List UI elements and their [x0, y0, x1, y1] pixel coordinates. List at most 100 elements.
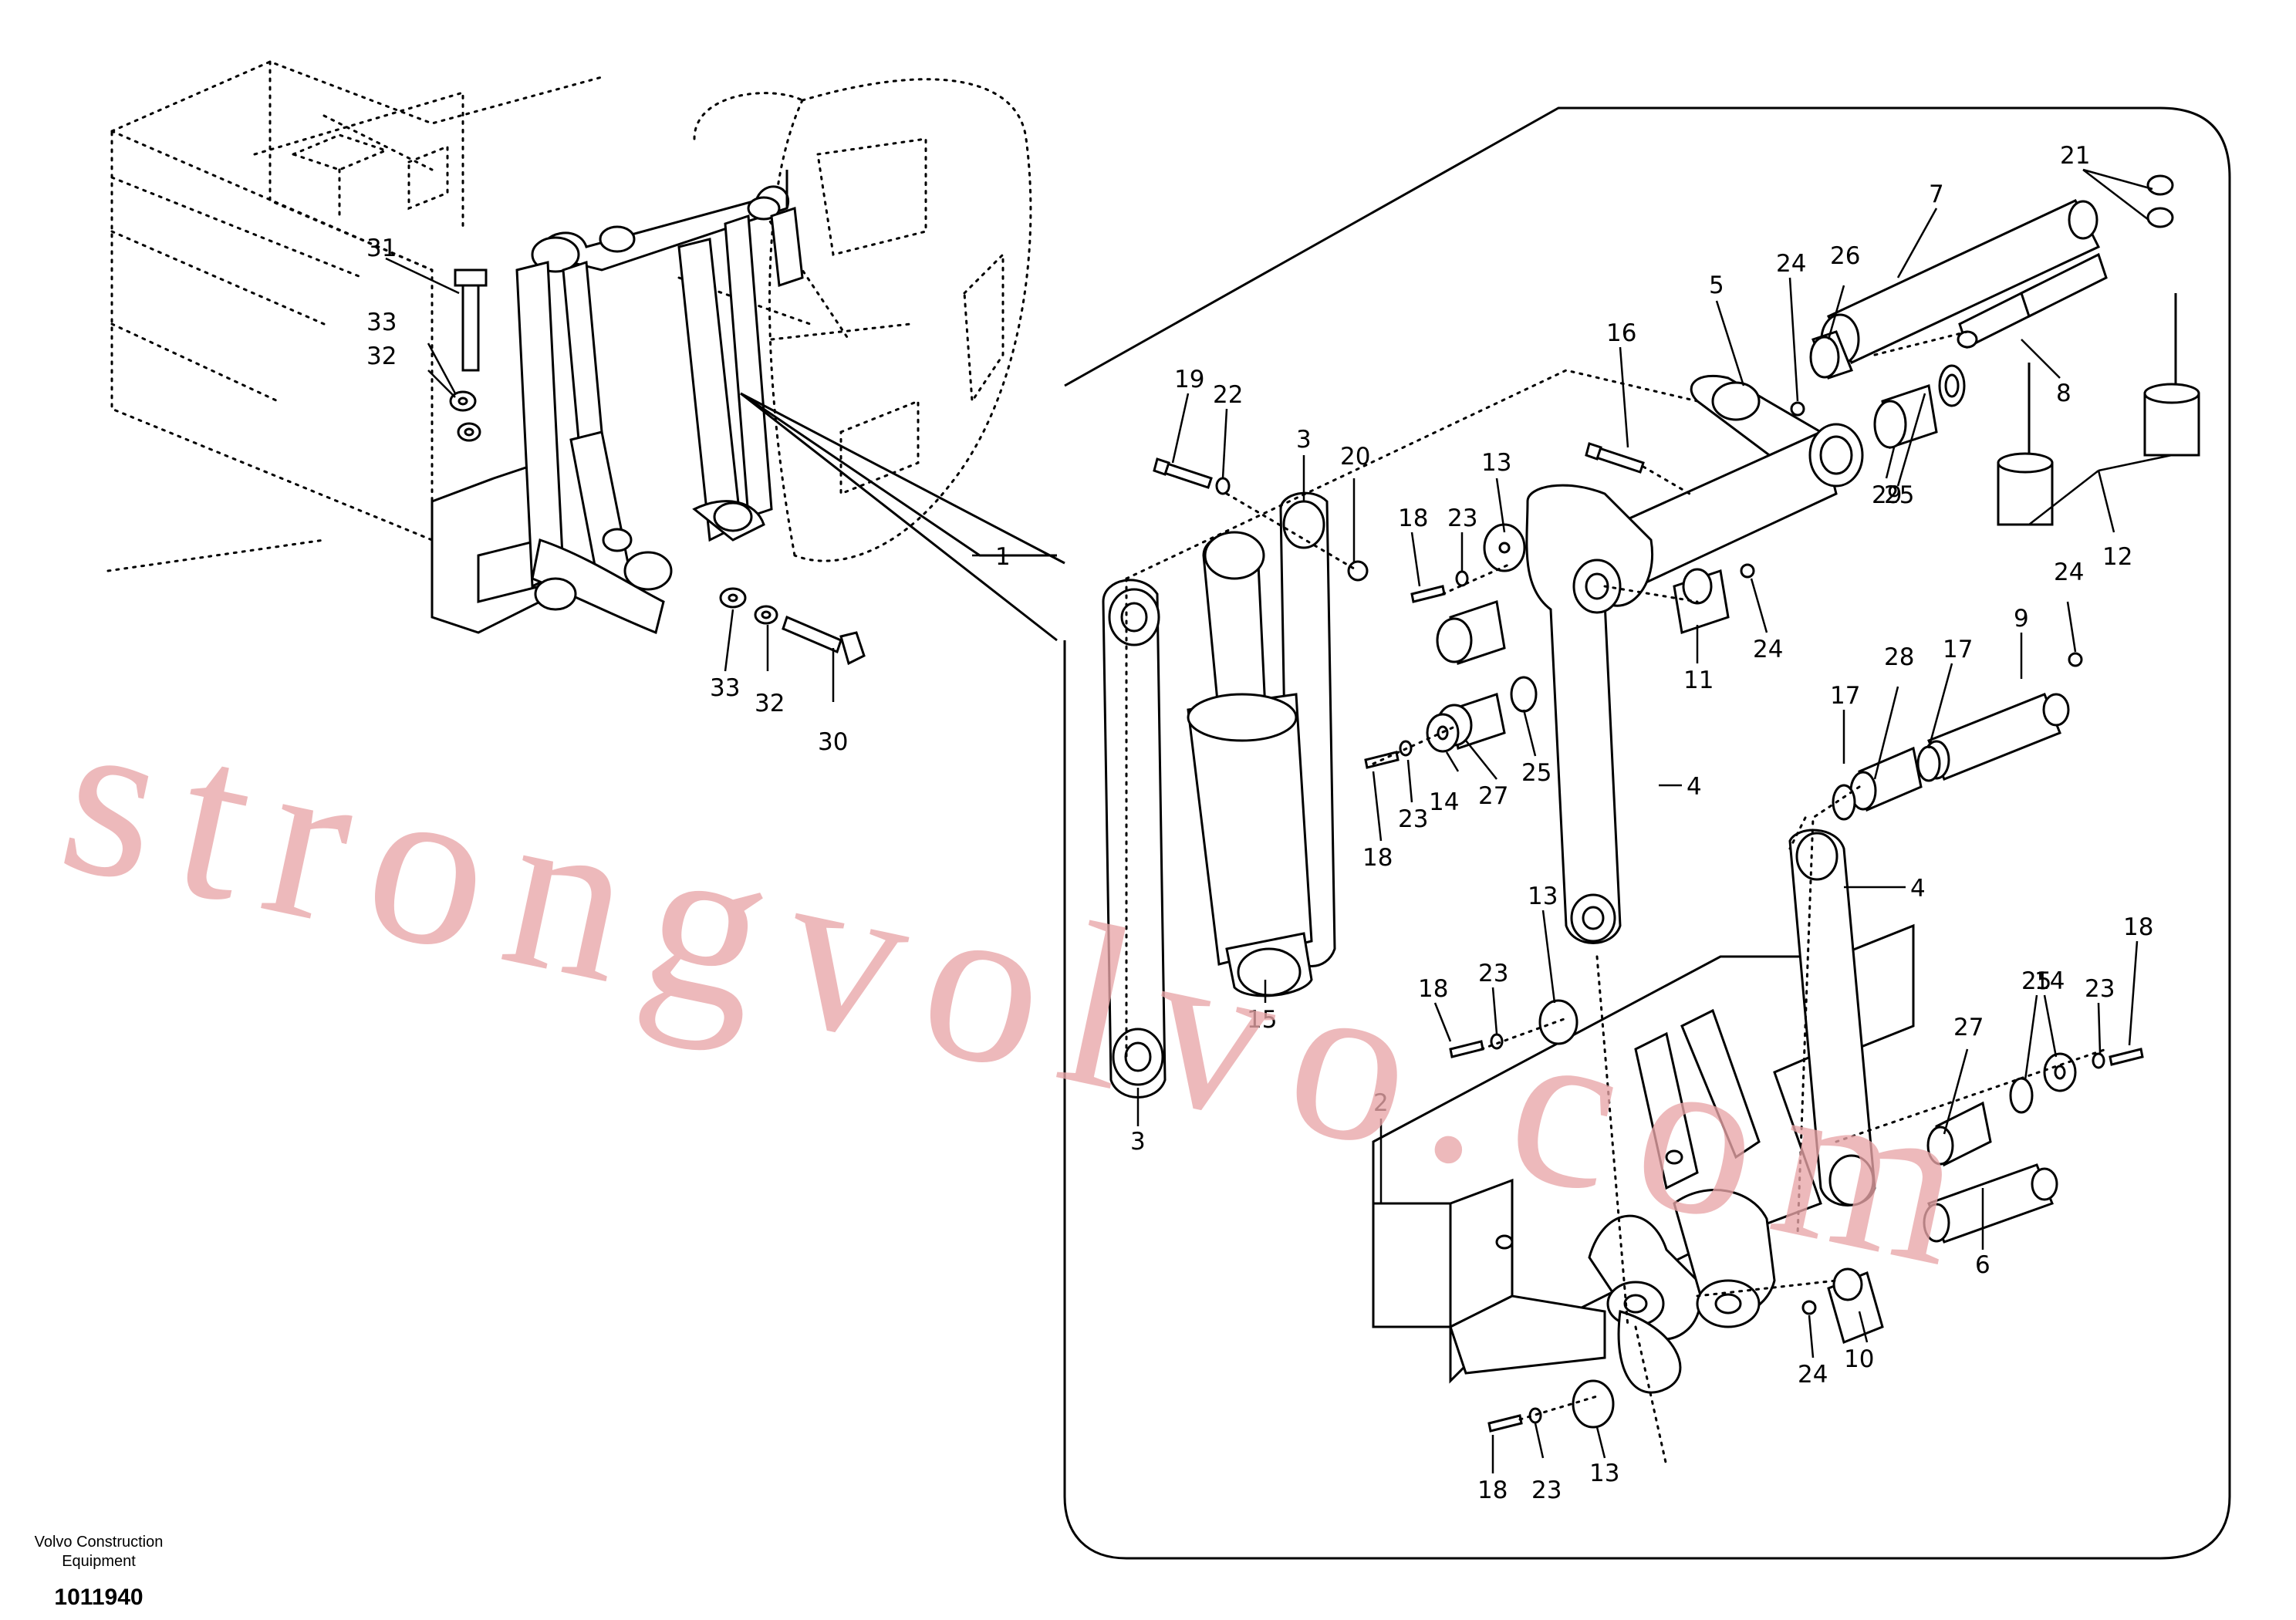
callout-20: 20 — [1340, 443, 1370, 471]
washer-32-lower — [754, 605, 778, 625]
callout-33: 33 — [710, 674, 740, 702]
callout-18: 18 — [1362, 844, 1393, 872]
callout-25: 25 — [1884, 481, 1914, 509]
callout-9: 9 — [2014, 605, 2029, 633]
callout-25: 25 — [2021, 967, 2051, 995]
callout-13: 13 — [1528, 883, 1558, 910]
callout-30: 30 — [818, 728, 848, 756]
callout-24: 24 — [1753, 636, 1783, 663]
callout-29: 29 — [1872, 481, 1902, 509]
callout-28: 28 — [1884, 643, 1914, 671]
callout-24: 24 — [1776, 250, 1806, 278]
part-23-washers — [1399, 570, 2105, 1424]
callout-4: 4 — [1910, 875, 1926, 903]
callout-19: 19 — [1174, 366, 1204, 393]
callout-18: 18 — [2123, 913, 2153, 941]
callout-14: 14 — [1429, 788, 1459, 816]
part-15-cylinder — [1187, 531, 1313, 997]
callout-23: 23 — [1398, 805, 1428, 833]
part-13-plate-upper — [1483, 523, 1526, 572]
footer: Volvo Construction Equipment 1011940 — [35, 1534, 164, 1610]
callout-5: 5 — [1709, 272, 1724, 299]
callout-15: 15 — [1247, 1006, 1277, 1034]
callout-18: 18 — [1418, 975, 1448, 1003]
callout-32: 32 — [755, 690, 785, 717]
part-9-pin — [1923, 693, 2070, 781]
part-22-washer — [1215, 477, 1231, 495]
callout-16: 16 — [1606, 319, 1636, 347]
callout-25: 25 — [1521, 759, 1551, 787]
callout-27: 27 — [1478, 782, 1508, 810]
part-25-ring-upper — [1938, 364, 1966, 407]
part-13-plate-lower — [1572, 1379, 1615, 1429]
callout-32: 32 — [366, 343, 397, 370]
part-2-bracket — [1372, 923, 1915, 1394]
company-name-line2: Equipment — [62, 1553, 136, 1570]
part-25-ring-lower — [2009, 1077, 2034, 1114]
callout-17: 17 — [1943, 636, 1973, 663]
callout-18: 18 — [1477, 1477, 1508, 1504]
callout-23: 23 — [1478, 960, 1508, 987]
part-27-bushing-lower — [1926, 1101, 1992, 1167]
part-6-pin — [1923, 1163, 2058, 1244]
part-16-bolt — [1585, 442, 1645, 474]
callout-23: 23 — [1531, 1477, 1562, 1504]
washer-32-upper — [457, 422, 481, 442]
callout-4: 4 — [1687, 773, 1702, 801]
diagram-number: 1011940 — [54, 1585, 143, 1610]
bolt-31 — [454, 268, 488, 372]
callout-14: 14 — [2034, 967, 2065, 995]
callout-3: 3 — [1296, 426, 1312, 454]
callout-24: 24 — [1798, 1361, 1828, 1389]
callout-12: 12 — [2102, 543, 2132, 571]
part-28-bushing — [1849, 746, 1923, 812]
part-14-washer-lower — [2043, 1052, 2077, 1092]
washer-33-lower — [719, 587, 747, 609]
callout-3: 3 — [1130, 1128, 1146, 1156]
callout-1: 1 — [995, 543, 1011, 571]
part-20-nut — [1347, 560, 1369, 582]
callout-10: 10 — [1844, 1345, 1874, 1373]
callout-21: 21 — [2060, 142, 2090, 170]
callout-13: 13 — [1481, 449, 1511, 477]
callout-8: 8 — [2056, 380, 2071, 407]
callout-22: 22 — [1213, 381, 1243, 409]
callout-2: 2 — [1373, 1089, 1389, 1117]
part-25-ring-mid — [1510, 676, 1538, 713]
overview-linkage — [430, 170, 866, 666]
part-21-nuts — [2146, 174, 2174, 228]
part-17-rings — [1832, 745, 1941, 821]
part-24-screws — [1740, 401, 2083, 1315]
assembly-axes — [1125, 330, 2108, 1467]
bolt-30 — [782, 615, 866, 666]
part-4-arm-upper — [1525, 484, 1653, 944]
part-4-arm-lower — [1788, 829, 1876, 1207]
part-8-lock-plate — [1957, 252, 2108, 349]
callout-24: 24 — [2054, 559, 2084, 586]
callout-33: 33 — [366, 309, 397, 336]
callout-13: 13 — [1589, 1460, 1619, 1487]
callout-11: 11 — [1683, 667, 1714, 694]
callout-23: 23 — [2085, 975, 2115, 1003]
part-13-plate-mid — [1538, 999, 1578, 1045]
part-29-bushing — [1873, 384, 1938, 449]
callout-27: 27 — [1953, 1014, 1984, 1041]
callout-7: 7 — [1929, 181, 1944, 208]
part-26-bushing — [1809, 330, 1853, 380]
callout-23: 23 — [1447, 505, 1477, 532]
callout-17: 17 — [1830, 682, 1860, 710]
callout-6: 6 — [1975, 1251, 1990, 1279]
part-19-bolt — [1153, 457, 1213, 489]
callout-labels: 1 2 3 3 4 4 5 6 7 8 9 10 11 12 13 13 13 … — [366, 142, 2153, 1504]
detail-frame — [1063, 106, 2231, 1560]
part-10-pin — [1827, 1267, 1884, 1345]
washer-33-upper — [449, 390, 477, 412]
callout-26: 26 — [1830, 242, 1860, 270]
company-name-line1: Volvo Construction — [35, 1534, 164, 1551]
callout-18: 18 — [1398, 505, 1428, 532]
callout-31: 31 — [366, 235, 397, 262]
part-11-pin — [1673, 568, 1730, 634]
part-12-rod-ends — [1997, 293, 2200, 526]
callout-leaders — [385, 168, 2173, 1473]
